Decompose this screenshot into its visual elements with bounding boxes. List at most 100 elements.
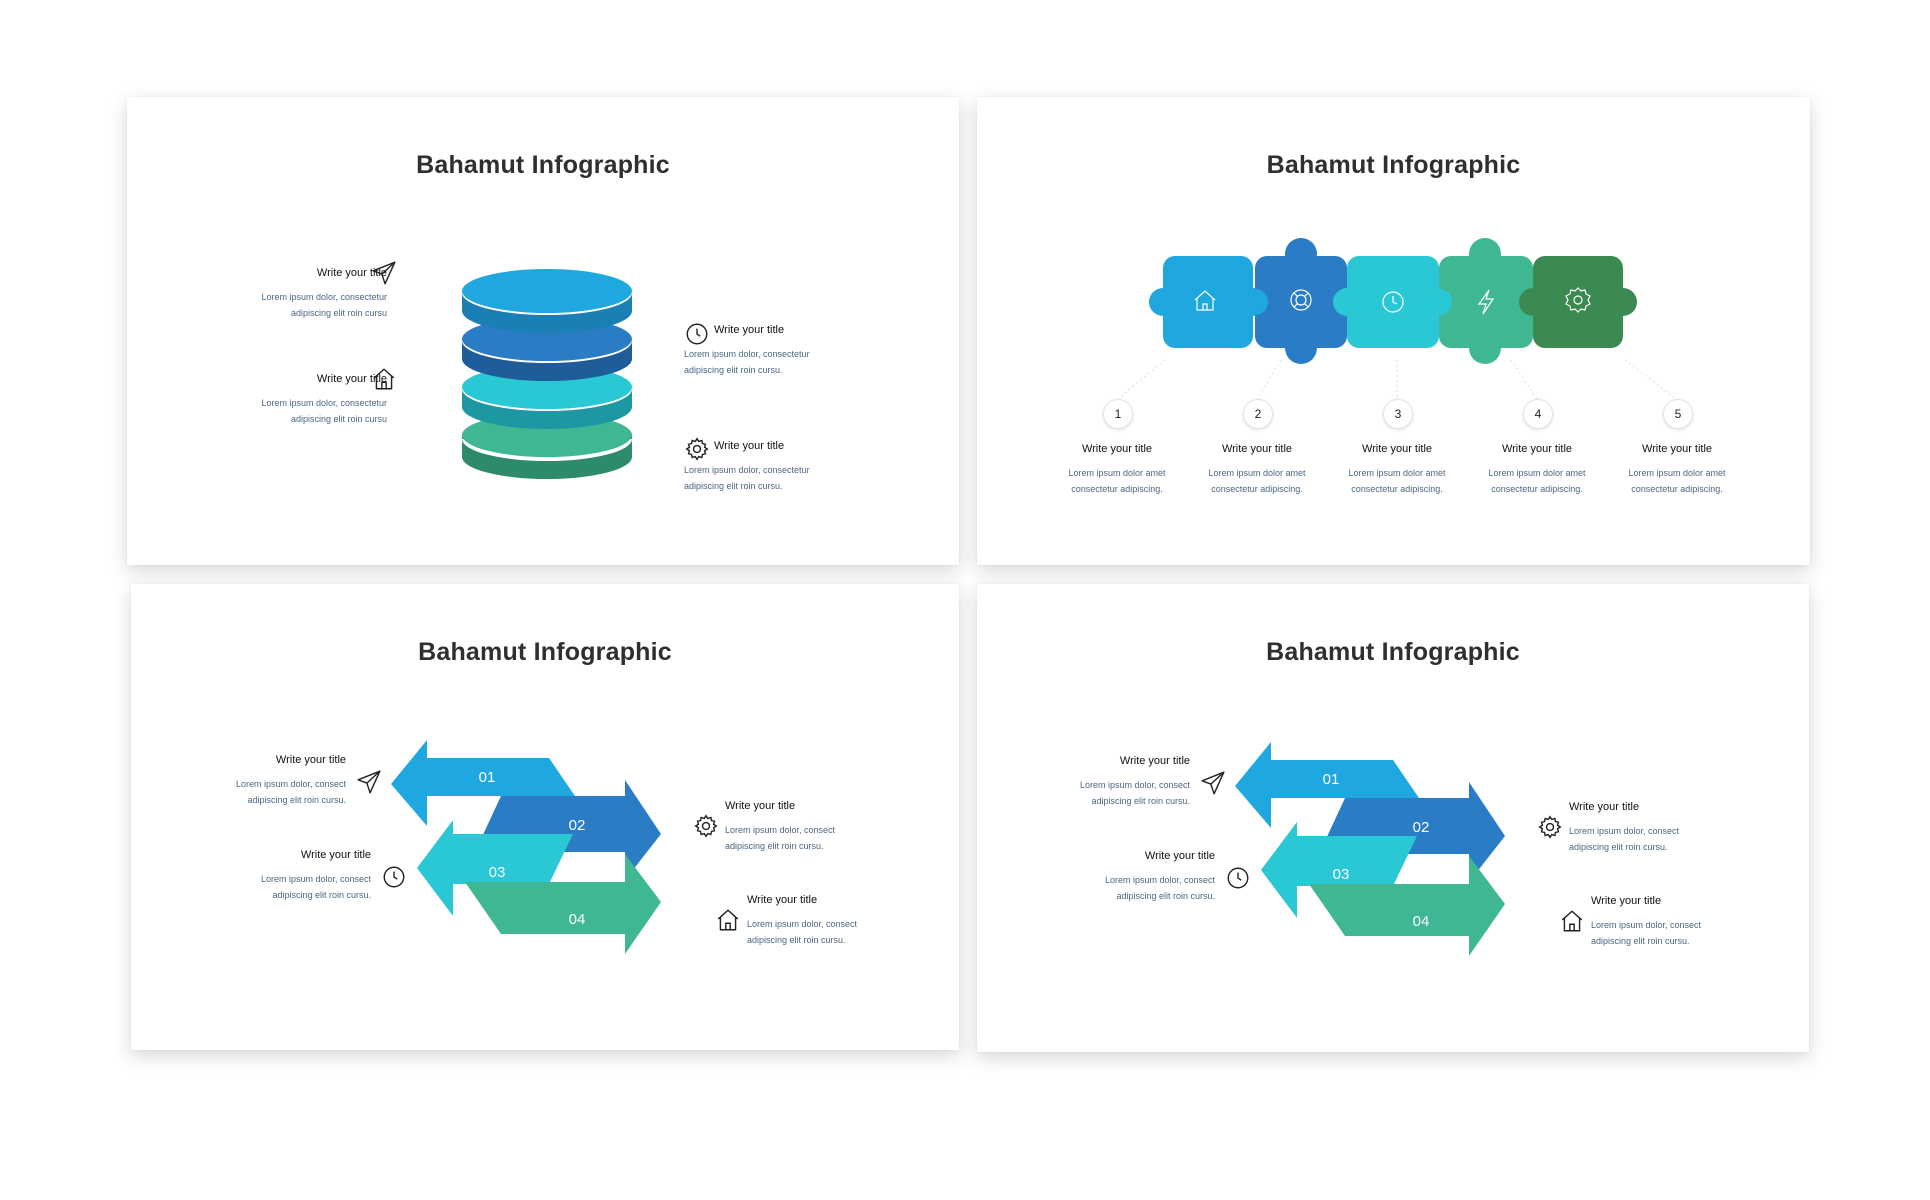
slide-title: Bahamut Infographic xyxy=(416,151,670,179)
item-title: Write your title xyxy=(1591,895,1662,907)
home-icon xyxy=(1194,290,1216,311)
item-title: Write your title xyxy=(275,754,346,766)
left-item-2: Write your title Lorem ipsum dolor, cons… xyxy=(206,849,371,903)
puzzle-piece-3 xyxy=(1333,256,1439,348)
clock-icon xyxy=(381,864,407,890)
right-item-2: Write your title Lorem ipsum dolor, cons… xyxy=(747,894,927,948)
left-item-1: Write your title Lorem ipsum dolor, cons… xyxy=(1025,755,1190,809)
step-body: Lorem ipsum dolor amet consectetur adipi… xyxy=(1068,468,1166,494)
right-item-2: Write your title Lorem ipsum dolor, cons… xyxy=(1591,895,1771,949)
arrow-02 xyxy=(475,780,661,880)
puzzle-piece-4 xyxy=(1426,238,1533,364)
step-2: Write your title Lorem ipsum dolor amet … xyxy=(1197,443,1317,497)
item-body: Lorem ipsum dolor, consectetur adipiscin… xyxy=(684,349,810,375)
item-body: Lorem ipsum dolor, consect adipiscing el… xyxy=(1079,780,1190,806)
step-3: Write your title Lorem ipsum dolor amet … xyxy=(1337,443,1457,497)
paper-plane-icon xyxy=(1200,770,1226,796)
gear-icon xyxy=(684,436,710,462)
left-item-2: Write your title Lorem ipsum dolor, cons… xyxy=(227,373,387,427)
item-title: Write your title xyxy=(316,373,387,385)
item-title: Write your title xyxy=(714,324,785,336)
puzzle-piece-5 xyxy=(1519,256,1637,348)
step-body: Lorem ipsum dolor amet consectetur adipi… xyxy=(1208,468,1306,494)
item-title: Write your title xyxy=(1119,755,1190,767)
item-title: Write your title xyxy=(747,894,818,906)
slide-title: Bahamut Infographic xyxy=(1266,151,1521,179)
cylinder-stack-graphic xyxy=(462,269,632,479)
arrow-label-01: 01 xyxy=(479,769,496,786)
step-number-1: 1 xyxy=(1103,399,1133,429)
arrow-02 xyxy=(1319,782,1505,882)
lightning-icon xyxy=(1477,289,1495,315)
step-title: Write your title xyxy=(1221,443,1293,455)
paper-plane-icon xyxy=(371,260,397,286)
arrow-03 xyxy=(1261,822,1417,918)
item-body: Lorem ipsum dolor, consect adipiscing el… xyxy=(1569,826,1680,852)
step-1: Write your title Lorem ipsum dolor amet … xyxy=(1057,443,1177,497)
arrow-label-02: 02 xyxy=(1413,819,1430,836)
paper-plane-icon xyxy=(356,769,382,795)
clock-icon xyxy=(1225,865,1251,891)
puzzle-graphic xyxy=(1113,238,1681,403)
cylinder-layer-1 xyxy=(462,269,632,333)
item-body: Lorem ipsum dolor, consectetur adipiscin… xyxy=(261,292,387,318)
item-body: Lorem ipsum dolor, consectetur adipiscin… xyxy=(261,398,387,424)
item-title: Write your title xyxy=(1569,801,1640,813)
item-body: Lorem ipsum dolor, consect adipiscing el… xyxy=(1591,920,1702,946)
item-body: Lorem ipsum dolor, consect adipiscing el… xyxy=(725,825,836,851)
right-item-1: Write your title Lorem ipsum dolor, cons… xyxy=(684,324,884,378)
step-title: Write your title xyxy=(1501,443,1573,455)
left-item-1: Write your title Lorem ipsum dolor, cons… xyxy=(227,267,387,321)
item-title: Write your title xyxy=(316,267,387,279)
arrow-label-04: 04 xyxy=(569,911,586,928)
item-body: Lorem ipsum dolor, consect adipiscing el… xyxy=(260,874,371,900)
home-icon xyxy=(1559,908,1585,934)
step-title: Write your title xyxy=(1361,443,1433,455)
step-body: Lorem ipsum dolor amet consectetur adipi… xyxy=(1628,468,1726,494)
arrow-label-03: 03 xyxy=(1333,866,1350,883)
arrow-label-02: 02 xyxy=(569,817,586,834)
arrow-label-04: 04 xyxy=(1413,913,1430,930)
arrow-04 xyxy=(465,854,661,954)
arrow-label-01: 01 xyxy=(1323,771,1340,788)
arrow-03 xyxy=(417,820,573,916)
step-number-3: 3 xyxy=(1383,399,1413,429)
slide-title: Bahamut Infographic xyxy=(418,638,672,666)
lifebuoy-icon xyxy=(1290,289,1312,311)
item-body: Lorem ipsum dolor, consect adipiscing el… xyxy=(235,779,346,805)
left-item-1: Write your title Lorem ipsum dolor, cons… xyxy=(181,754,346,808)
slide-puzzle[interactable]: Bahamut Infographic xyxy=(977,97,1810,565)
slide-arrows[interactable]: Bahamut Infographic 01 02 03 04 Write yo… xyxy=(131,584,959,1050)
right-item-1: Write your title Lorem ipsum dolor, cons… xyxy=(1569,801,1749,855)
connector-line xyxy=(1510,359,1540,403)
item-body: Lorem ipsum dolor, consect adipiscing el… xyxy=(747,919,858,945)
home-icon xyxy=(371,366,397,392)
step-body: Lorem ipsum dolor amet consectetur adipi… xyxy=(1348,468,1446,494)
gear-icon xyxy=(1537,814,1563,840)
item-title: Write your title xyxy=(1144,850,1215,862)
puzzle-piece-2 xyxy=(1242,238,1347,364)
clock-icon xyxy=(684,321,710,347)
arrow-label-03: 03 xyxy=(489,864,506,881)
connector-line xyxy=(1113,359,1166,403)
step-title: Write your title xyxy=(1081,443,1153,455)
slide-cylinder[interactable]: Bahamut Infographic Write your title Lor… xyxy=(127,97,959,565)
right-item-1: Write your title Lorem ipsum dolor, cons… xyxy=(725,800,905,854)
step-title: Write your title xyxy=(1641,443,1713,455)
item-body: Lorem ipsum dolor, consect adipiscing el… xyxy=(1104,875,1215,901)
step-number-4: 4 xyxy=(1523,399,1553,429)
item-title: Write your title xyxy=(714,440,785,452)
step-number-2: 2 xyxy=(1243,399,1273,429)
slide-arrows-2[interactable]: Bahamut Infographic 01 02 03 04 Write yo… xyxy=(977,584,1809,1052)
arrow-01 xyxy=(1235,742,1419,828)
item-title: Write your title xyxy=(725,800,796,812)
arrow-04 xyxy=(1309,856,1505,956)
arrow-01 xyxy=(391,740,575,826)
clock-icon xyxy=(1382,291,1404,313)
arrows-graphic: 01 02 03 04 xyxy=(1235,742,1505,956)
right-item-2: Write your title Lorem ipsum dolor, cons… xyxy=(684,440,884,494)
slide-title: Bahamut Infographic xyxy=(1266,638,1520,666)
left-item-2: Write your title Lorem ipsum dolor, cons… xyxy=(1050,850,1215,904)
home-icon xyxy=(715,907,741,933)
item-body: Lorem ipsum dolor, consectetur adipiscin… xyxy=(684,465,810,491)
